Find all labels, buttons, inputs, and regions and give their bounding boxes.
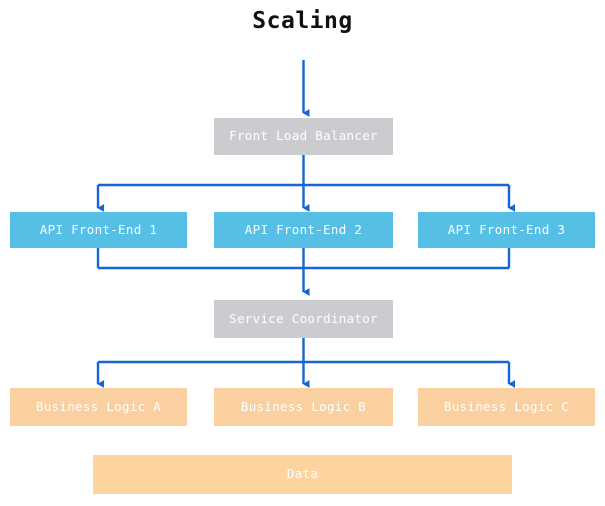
node-business-logic-a[interactable]: Business Logic A [10,388,187,426]
node-business-logic-b[interactable]: Business Logic B [214,388,393,426]
node-api-front-end-3[interactable]: API Front-End 3 [418,212,595,248]
node-api-front-end-2-label: API Front-End 2 [244,221,363,237]
node-business-logic-b-label: Business Logic B [240,398,367,414]
node-business-logic-a-label: Business Logic A [35,398,162,414]
node-data-label: Data [286,466,319,482]
node-api-front-end-1[interactable]: API Front-End 1 [10,212,187,248]
node-service-coordinator[interactable]: Service Coordinator [214,300,393,338]
node-api-front-end-3-label: API Front-End 3 [447,221,566,237]
node-service-coordinator-label: Service Coordinator [229,310,378,326]
node-front-load-balancer-label: Front Load Balancer [229,128,378,144]
node-front-load-balancer[interactable]: Front Load Balancer [214,118,393,155]
diagram-title: Scaling [252,8,353,34]
node-business-logic-c[interactable]: Business Logic C [418,388,595,426]
node-api-front-end-2[interactable]: API Front-End 2 [214,212,393,248]
node-api-front-end-1-label: API Front-End 1 [39,221,158,237]
node-business-logic-c-label: Business Logic C [443,398,570,414]
node-data[interactable]: Data [93,455,512,494]
